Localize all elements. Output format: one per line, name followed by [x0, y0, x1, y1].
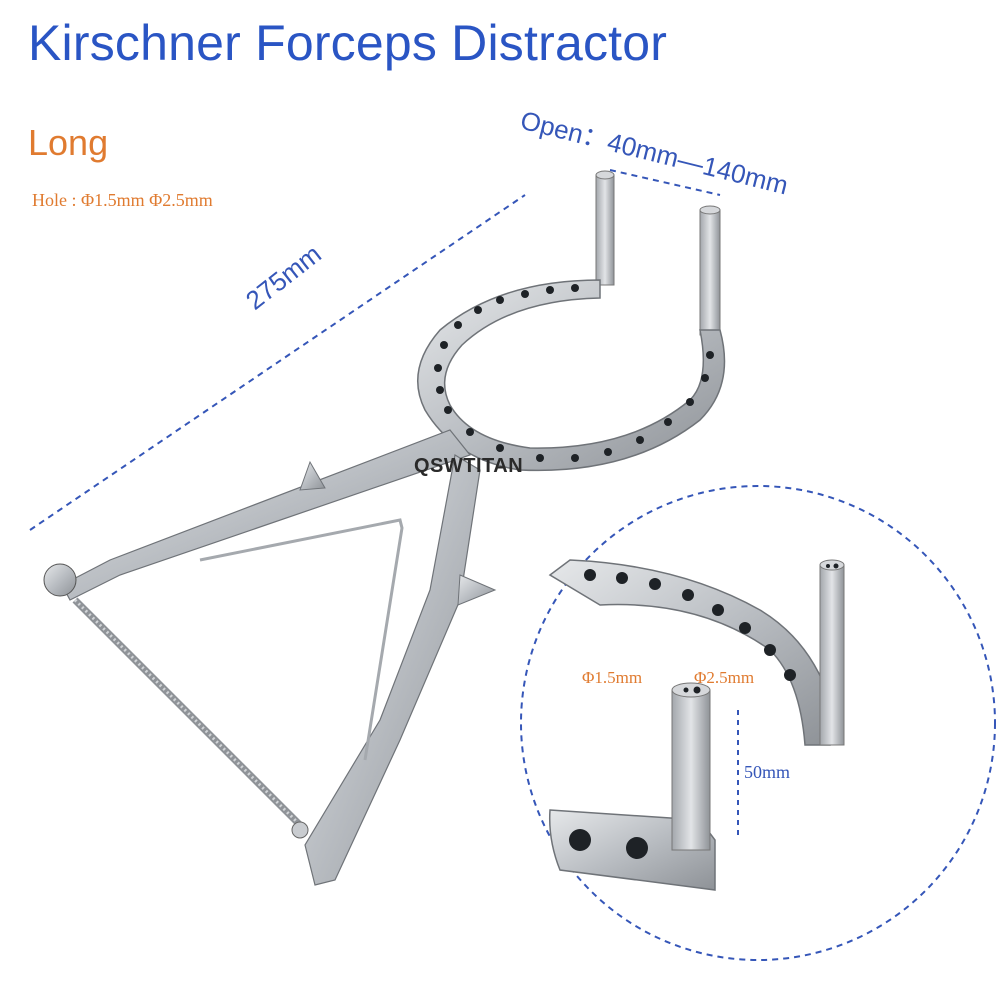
length-dimension-line [29, 194, 526, 531]
variant-label: Long [28, 122, 109, 163]
open-dimension-line [609, 169, 721, 196]
hole-small-label: Φ1.5mm [582, 668, 643, 687]
spring [199, 518, 404, 761]
upper-arm [61, 429, 472, 601]
brand-watermark: QSWTITAN [414, 455, 524, 477]
thumb-screw-knob [43, 563, 77, 597]
hole-spec: Hole : Φ1.5mm Φ2.5mm [32, 190, 213, 210]
right-pin [699, 209, 721, 336]
left-pin [595, 174, 615, 286]
pin-height-label: 50mm [744, 762, 791, 782]
hole-large-label: Φ2.5mm [694, 668, 755, 687]
detail-magnifier [520, 485, 996, 961]
ring-holes [434, 284, 714, 462]
spur-lower [457, 574, 497, 606]
detail-view [548, 559, 845, 891]
lower-arm [304, 454, 481, 886]
distractor-ring [417, 279, 726, 472]
spur-upper [299, 460, 326, 491]
page-title: Kirschner Forceps Distractor [28, 15, 668, 71]
